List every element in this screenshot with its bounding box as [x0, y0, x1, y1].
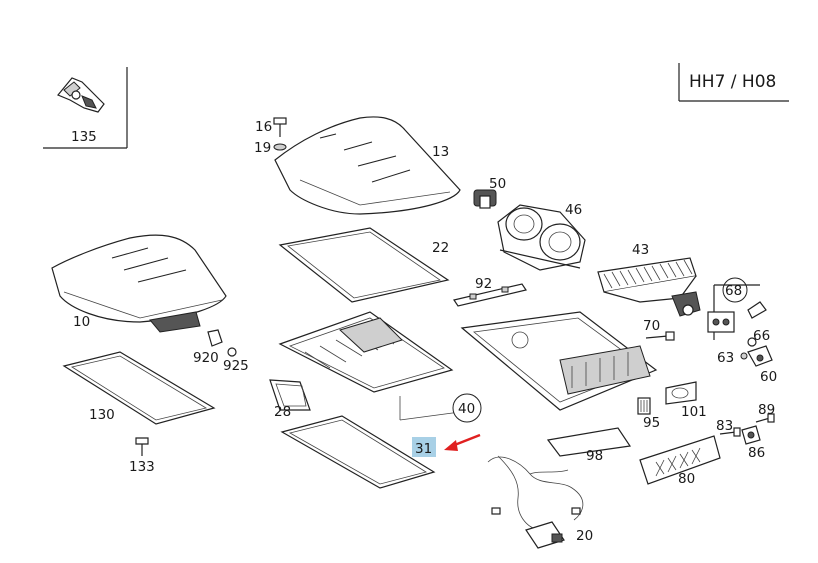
- part-label-50[interactable]: 50: [489, 176, 506, 192]
- part-label-66[interactable]: 66: [753, 328, 770, 344]
- part-98-drawing: [546, 427, 632, 457]
- part-70-drawing: [645, 331, 675, 341]
- part-label-43[interactable]: 43: [632, 242, 649, 258]
- part-16-screw-drawing: [273, 117, 287, 137]
- part-label-95[interactable]: 95: [643, 415, 660, 431]
- part-label-70[interactable]: 70: [643, 318, 660, 334]
- pointer-arrow: [444, 433, 481, 451]
- inset-box-135: [43, 67, 128, 149]
- part-135-drawing: [57, 77, 105, 113]
- part-label-46[interactable]: 46: [565, 202, 582, 218]
- part-50-drawing: [473, 189, 497, 209]
- part-920-drawing: [207, 329, 223, 347]
- part-66-drawing: [747, 337, 757, 347]
- part-label-92[interactable]: 92: [475, 276, 492, 292]
- part-label-60[interactable]: 60: [760, 369, 777, 385]
- part-68-circle: [722, 277, 748, 303]
- part-label-80[interactable]: 80: [678, 471, 695, 487]
- part-60-drawing: [747, 345, 773, 367]
- part-label-20[interactable]: 20: [576, 528, 593, 544]
- part-label-13[interactable]: 13: [432, 144, 449, 160]
- part-label-86[interactable]: 86: [748, 445, 765, 461]
- part-101-drawing: [665, 381, 697, 405]
- part-label-98[interactable]: 98: [586, 448, 603, 464]
- model-code-label: HH7 / H08: [689, 72, 776, 92]
- part-40-housing-drawing: [278, 311, 461, 421]
- part-label-925[interactable]: 925: [223, 358, 249, 374]
- part-63-drawing: [740, 352, 748, 360]
- part-133-drawing: [135, 437, 149, 456]
- part-label-68[interactable]: 68: [725, 283, 742, 299]
- part-80-grille-drawing: [639, 435, 721, 485]
- part-86-drawing: [741, 425, 761, 445]
- part-43-drawing: [597, 257, 701, 317]
- part-label-31[interactable]: 31: [415, 441, 432, 457]
- part-19-washer-drawing: [273, 143, 287, 151]
- part-95-drawing: [637, 397, 651, 415]
- part-83-drawing: [719, 427, 741, 437]
- part-31-seal-drawing: [280, 415, 436, 489]
- part-130-gasket-drawing: [62, 351, 216, 425]
- part-label-22[interactable]: 22: [432, 240, 449, 256]
- part-label-89[interactable]: 89: [758, 402, 775, 418]
- part-label-40[interactable]: 40: [458, 401, 475, 417]
- part-13-cover-drawing: [274, 116, 461, 215]
- part-label-83[interactable]: 83: [716, 418, 733, 434]
- part-label-920[interactable]: 920: [193, 350, 219, 366]
- part-label-130[interactable]: 130: [89, 407, 115, 423]
- part-20-harness-drawing: [487, 455, 584, 549]
- model-code-box: [678, 63, 789, 102]
- part-label-63[interactable]: 63: [717, 350, 734, 366]
- part-label-19[interactable]: 19: [254, 140, 271, 156]
- part-10-cover-drawing: [51, 234, 227, 333]
- part-label-101[interactable]: 101: [681, 404, 707, 420]
- part-89-drawing: [755, 413, 775, 423]
- part-40-right-housing-drawing: [460, 311, 658, 411]
- part-46-blower-drawing: [497, 204, 586, 271]
- part-68-drawing: [707, 284, 767, 340]
- part-label-28[interactable]: 28: [274, 404, 291, 420]
- part-label-16[interactable]: 16: [255, 119, 272, 135]
- part-label-135[interactable]: 135: [71, 129, 97, 145]
- selected-part-highlight: [412, 437, 436, 457]
- part-40-circle: [452, 393, 482, 423]
- part-925-drawing: [227, 347, 237, 357]
- part-label-133[interactable]: 133: [129, 459, 155, 475]
- part-label-10[interactable]: 10: [73, 314, 90, 330]
- part-28-drawing: [269, 379, 311, 411]
- part-22-frame-drawing: [278, 227, 450, 303]
- part-92-drawing: [453, 283, 527, 307]
